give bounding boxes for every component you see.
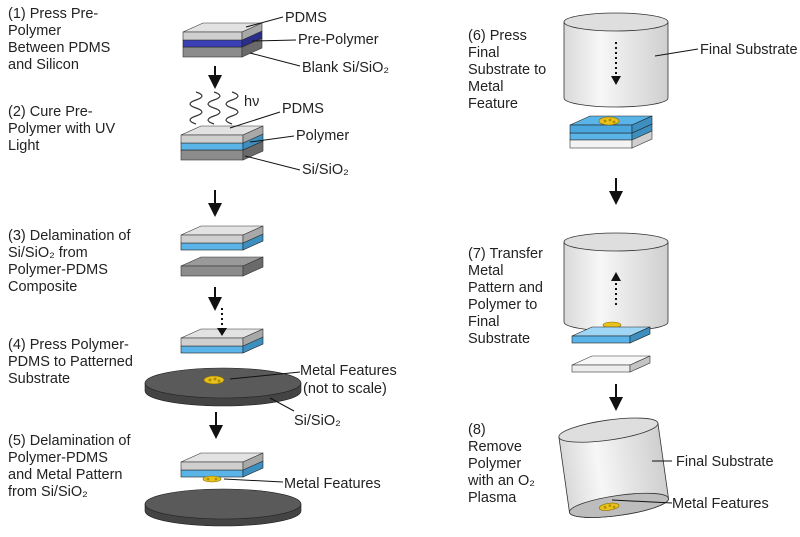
uv-light-waves xyxy=(189,91,239,125)
step-3-silicon xyxy=(180,256,264,277)
metal-features-6 xyxy=(598,116,620,126)
label-metal-features-8: Metal Features xyxy=(672,496,769,512)
label-final-substrate-6: Final Substrate xyxy=(700,42,798,58)
step-1-text: (1) Press Pre- Polymer Between PDMS and … xyxy=(8,6,111,73)
metal-features-4 xyxy=(203,375,225,385)
step-8-final-substrate-cylinder xyxy=(558,417,669,518)
label-si-sio2-2: Si/SiO₂ xyxy=(302,162,349,178)
step-5-polymer-pdms xyxy=(180,452,264,483)
label-blank-si: Blank Si/SiO₂ xyxy=(302,60,389,76)
label-polymer: Polymer xyxy=(296,128,349,144)
label-metal-features-5: Metal Features xyxy=(284,476,381,492)
step-4-wafer xyxy=(144,367,302,407)
label-pdms-2: PDMS xyxy=(282,101,324,117)
label-si-sio2-4: Si/SiO₂ xyxy=(294,413,341,429)
metal-features-8 xyxy=(598,502,620,511)
label-hv: hν xyxy=(244,94,259,110)
step-7-final-substrate-cylinder xyxy=(563,232,669,332)
step-4-text: (4) Press Polymer- PDMS to Patterned Sub… xyxy=(8,337,133,387)
step-7-pdms-layer xyxy=(571,355,651,373)
step-1-stack xyxy=(182,22,263,58)
step-8-text: (8) Remove Polymer with an O₂ Plasma xyxy=(468,422,535,506)
step-2-stack xyxy=(180,125,264,161)
step-2-text: (2) Cure Pre- Polymer with UV Light xyxy=(8,104,116,154)
step-3-text: (3) Delamination of Si/SiO₂ from Polymer… xyxy=(8,228,131,295)
step-7-text: (7) Transfer Metal Pattern and Polymer t… xyxy=(468,246,543,347)
step-6-final-substrate-cylinder xyxy=(563,12,669,108)
label-metal-features-4: Metal Features xyxy=(300,363,397,379)
metal-features-5 xyxy=(202,475,222,483)
step-3-polymer-pdms xyxy=(180,225,264,251)
step-6-text: (6) Press Final Substrate to Metal Featu… xyxy=(468,28,547,112)
label-pdms-1: PDMS xyxy=(285,10,327,26)
label-not-to-scale: (not to scale) xyxy=(303,381,387,397)
step-5-text: (5) Delamination of Polymer-PDMS and Met… xyxy=(8,433,131,500)
step-6-substrate-with-metal xyxy=(569,115,653,149)
step-5-wafer xyxy=(144,488,302,527)
label-prepolymer: Pre-Polymer xyxy=(298,32,379,48)
label-final-substrate-8: Final Substrate xyxy=(676,454,774,470)
step-7-polymer-layer xyxy=(571,326,651,344)
